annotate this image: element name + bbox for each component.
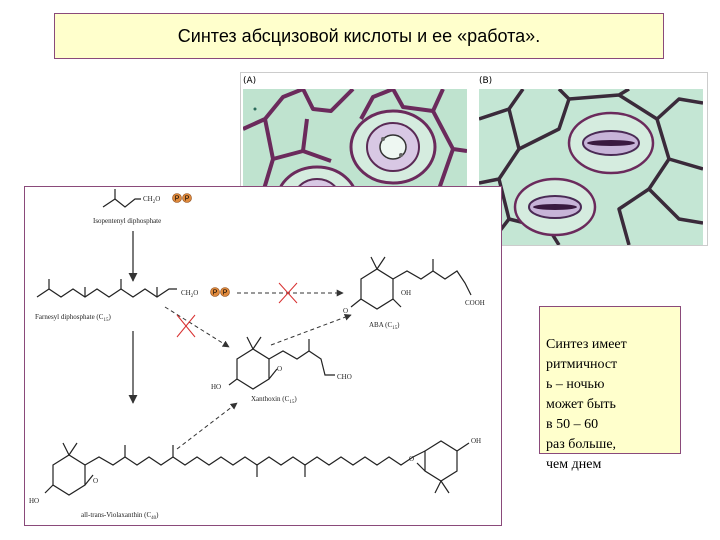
block-mark-2-icon (176, 314, 196, 338)
phosphate-4-label: P (223, 290, 228, 297)
farnesyl-diphosphate-structure (36, 279, 177, 298)
phosphate-4-icon (220, 287, 230, 297)
phosphate-2-icon (182, 193, 192, 203)
aba-keto-o: O (343, 307, 348, 315)
violaxanthin-o-left: O (93, 477, 98, 485)
phosphate-1-icon (172, 193, 182, 203)
xanthoxin-o: O (277, 365, 282, 373)
panel-b-label: (B) (479, 76, 493, 86)
slide-title: Синтез абсцизовой кислоты и ее «работа». (54, 13, 664, 59)
phosphate-1-label: P (175, 196, 180, 203)
isopentenyl-diphosphate-structure (102, 189, 141, 208)
arrow-fpp-to-xanthoxin (164, 306, 230, 348)
panel-a-label: (A) (243, 76, 257, 86)
violaxanthin-oh: OH (471, 437, 481, 445)
violaxanthin-label: all-trans-Violaxanthin (C40) (81, 511, 159, 521)
rhythm-note-text: Синтез имеет ритмичност ь – ночью может … (546, 337, 627, 472)
aba-structure (350, 256, 472, 310)
violaxanthin-structure (44, 440, 470, 496)
xanthoxin-structure (228, 336, 335, 390)
farnesyl-label: Farnesyl diphosphate (C15) (35, 313, 111, 323)
aba-cooh: COOH (465, 299, 485, 307)
micrograph-b-image (479, 89, 703, 245)
xanthoxin-cho: CHO (337, 373, 352, 381)
aba-label: ABA (C15) (369, 321, 400, 331)
micrograph-panel-b (479, 89, 703, 245)
block-mark-1-icon (278, 282, 298, 304)
pathway-diagram: CH2O P P Isopentenyl diphosphate CH2O P … (29, 189, 485, 521)
violaxanthin-ho: HO (29, 497, 39, 505)
isopentenyl-label: Isopentenyl diphosphate (93, 217, 161, 225)
phosphate-2-label: P (185, 196, 190, 203)
violaxanthin-o-right: O (409, 455, 414, 463)
rhythm-note: Синтез имеет ритмичност ь – ночью может … (539, 306, 681, 472)
arrow-xanthoxin-to-aba (270, 313, 352, 346)
arrow-violaxanthin-to-xanthoxin (176, 402, 238, 450)
phosphate-3-icon (210, 287, 220, 297)
aba-synthesis-pathway: CH2O P P Isopentenyl diphosphate CH2O P … (24, 186, 502, 526)
farnesyl-ch2o: CH2O (181, 289, 198, 299)
phosphate-3-label: P (213, 290, 218, 297)
isopentenyl-ch2o: CH2O (143, 195, 160, 205)
xanthoxin-label: Xanthoxin (C15) (251, 395, 297, 405)
aba-oh: OH (401, 289, 411, 297)
slide-title-text: Синтез абсцизовой кислоты и ее «работа». (177, 25, 541, 46)
xanthoxin-ho: HO (211, 383, 221, 391)
